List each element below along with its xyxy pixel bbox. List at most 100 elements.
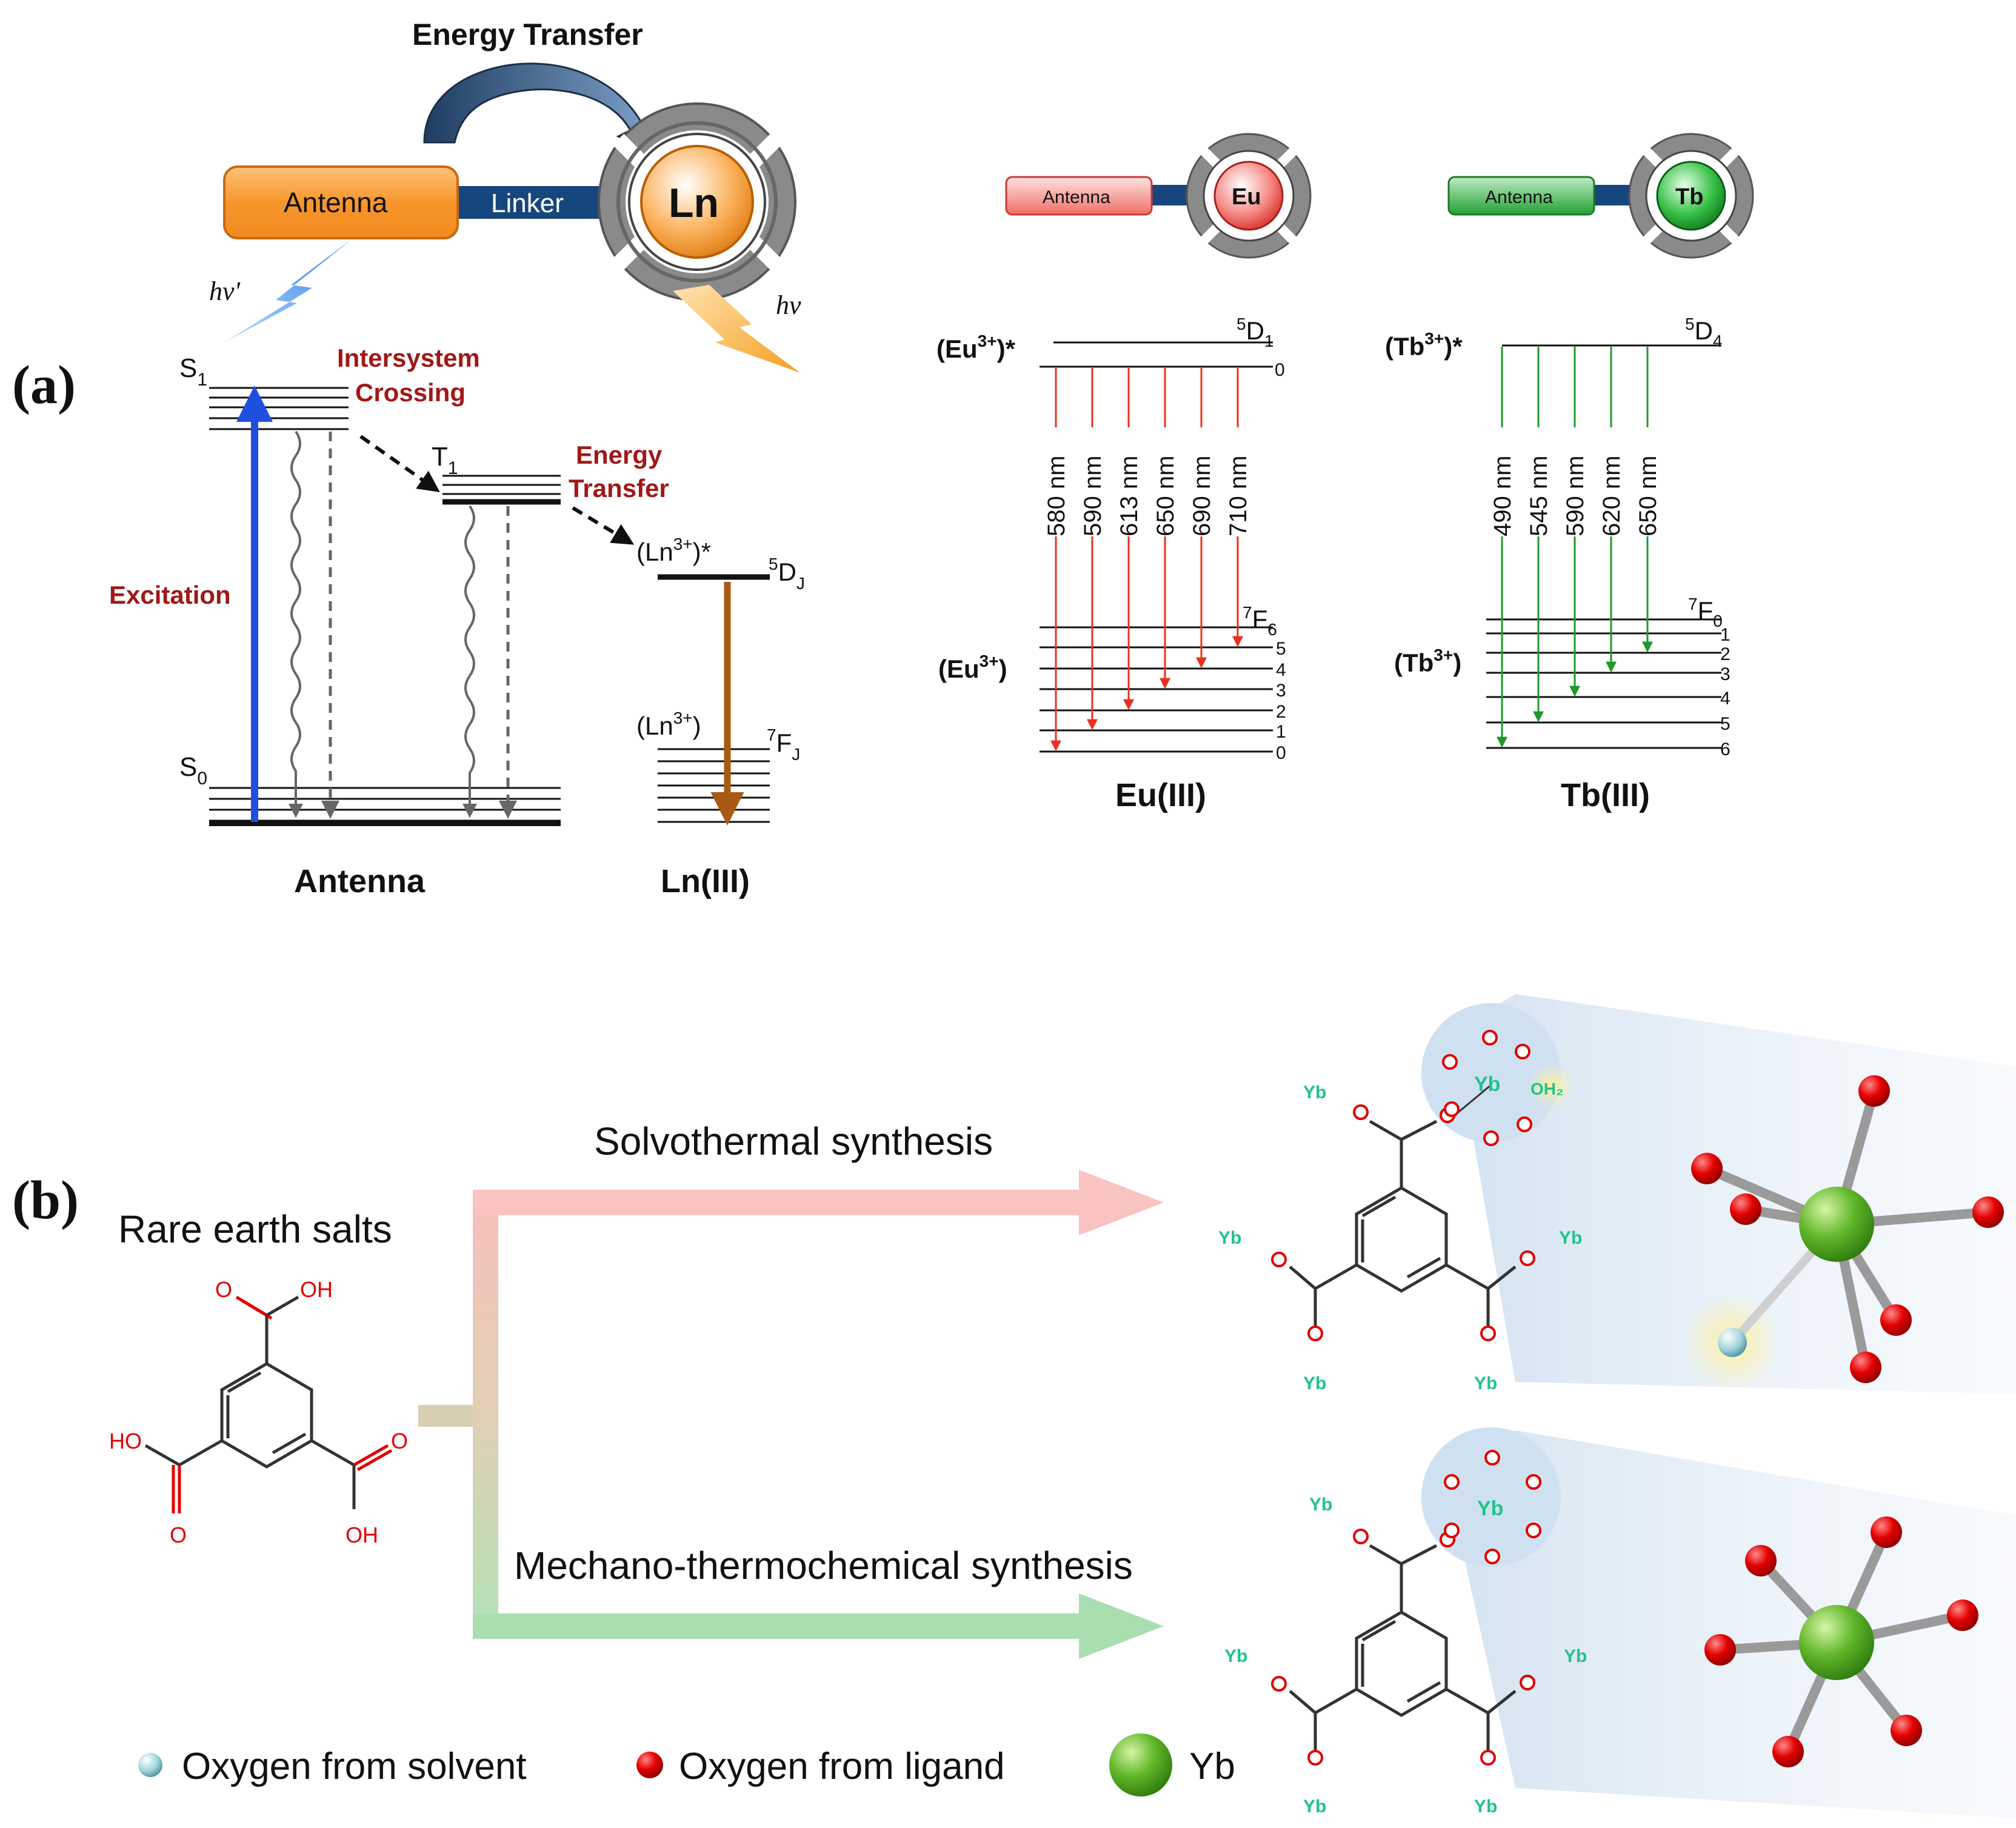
- ligand-oxygen-atom: [1730, 1193, 1761, 1225]
- tb-antenna-box: [1447, 176, 1595, 216]
- oxygen-atom-marker: [1307, 1326, 1323, 1341]
- yb-label: Yb: [1474, 1796, 1497, 1816]
- trimesic-acid-molecule: [144, 1295, 393, 1513]
- oxygen-atom-marker: [1353, 1104, 1369, 1120]
- antenna-box-label: Antenna: [284, 187, 388, 218]
- oxygen-atom-marker: [1482, 1030, 1498, 1046]
- ln-excited-label: (Ln3+)*: [636, 535, 711, 566]
- tb-ion-sphere: [1656, 161, 1726, 231]
- ln-caption: Ln(III): [661, 863, 750, 899]
- eu-wavelength-bg: [1153, 427, 1177, 536]
- tb-upper-term-label: 5D4: [1685, 315, 1723, 350]
- yb-atom: [1799, 1605, 1874, 1680]
- antenna-complex-schematic: Energy Transfer Linker Antenna Ln hν' hν: [209, 18, 801, 373]
- et-label-line1: Energy: [576, 441, 663, 469]
- eu-7f-level-number: 2: [1276, 702, 1286, 722]
- oxygen-atom-marker: [1483, 1130, 1499, 1146]
- solvothermal-yb-coordination-model: [1684, 1075, 2004, 1391]
- mechano-label: Mechano-thermochemical synthesis: [514, 1544, 1133, 1587]
- eu-wavelength-label: 590 nm: [1080, 456, 1106, 536]
- tb-wavelength-bg: [1490, 427, 1514, 536]
- d-j-label: 5DJ: [769, 555, 805, 593]
- yb-label: Yb: [1218, 1228, 1241, 1248]
- yb-atom: [1799, 1187, 1874, 1262]
- rare-earth-salts-label: Rare earth salts: [118, 1207, 392, 1251]
- oxygen-atom-marker: [1271, 1252, 1287, 1267]
- oxygen-atom-marker: [1515, 1044, 1530, 1059]
- panel-b-label: (b): [12, 1170, 79, 1230]
- solvothermal-label: Solvothermal synthesis: [594, 1119, 993, 1163]
- oxygen-atom-marker: [1484, 1549, 1500, 1564]
- oh2-label: OH₂: [1530, 1079, 1563, 1098]
- tb-wavelength-bg: [1526, 427, 1550, 536]
- s0-label: S0: [179, 752, 207, 789]
- oxygen-atom-marker: [1484, 1450, 1500, 1466]
- tb-7f-level-number: 4: [1720, 689, 1731, 709]
- tb-wavelength-label: 620 nm: [1598, 456, 1625, 536]
- oxygen-atom-marker: [1526, 1523, 1541, 1538]
- oxygen-atom-marker: [1444, 1523, 1460, 1538]
- eu-wavelength-label: 613 nm: [1116, 456, 1143, 536]
- hv-out-label: hν: [776, 290, 801, 320]
- yb-center-label: Yb: [1474, 1073, 1500, 1096]
- yb-label: Yb: [1303, 1373, 1326, 1393]
- oxygen-atom-marker: [1444, 1474, 1460, 1490]
- legend: Oxygen from solvent Oxygen from ligand Y…: [138, 1733, 1235, 1796]
- emitted-light-bolt-icon: [673, 285, 800, 373]
- linker-bar: [449, 186, 612, 219]
- eu-ion-sphere: [1213, 161, 1284, 231]
- eu-antenna-box: [1005, 176, 1153, 216]
- hv-in-label: hν': [209, 276, 241, 306]
- oxygen-atom-marker: [1480, 1326, 1496, 1341]
- eu-wavelength-label: 650 nm: [1152, 456, 1179, 536]
- legend-ligand-label: Oxygen from ligand: [679, 1746, 1005, 1787]
- tb-7f-level-number: 5: [1720, 714, 1731, 734]
- eu-lower-term-label: 7F6: [1243, 603, 1277, 639]
- yb-label: Yb: [1474, 1373, 1497, 1393]
- ligand-oxygen-atom: [1745, 1545, 1777, 1576]
- eu-7f-level-number: 4: [1276, 660, 1286, 680]
- tb-wavelength-label: 650 nm: [1635, 456, 1661, 536]
- legend-solvent-label: Oxygen from solvent: [182, 1746, 527, 1787]
- tb-ion-label: Tb: [1675, 184, 1703, 210]
- oxygen-atom-marker: [1442, 1054, 1458, 1070]
- oxygen-atom-marker: [1526, 1474, 1541, 1490]
- ligand-oxygen-atom: [1850, 1352, 1881, 1383]
- eu-wavelength-bg: [1189, 427, 1213, 536]
- tb-ground-label: (Tb3+): [1394, 645, 1461, 677]
- jablonski-diagram: S1 S0 T1 Excitation Intersystem Crossing: [109, 344, 805, 899]
- energy-transfer-dashed-arrow: [572, 506, 635, 545]
- eu-wavelength-bg: [1080, 427, 1104, 536]
- ligand-oxygen-atom: [1858, 1075, 1890, 1107]
- oxygen-atom-marker: [1353, 1529, 1369, 1544]
- t1-label: T1: [432, 442, 458, 478]
- linker-label: Linker: [491, 188, 564, 218]
- tb-wavelength-label: 590 nm: [1562, 456, 1589, 536]
- tb-7f-level-number: 2: [1720, 644, 1731, 664]
- legend-ligand-oxygen-icon: [636, 1752, 663, 1778]
- eu-7f-level-number: 5: [1276, 639, 1286, 659]
- mechanochemical-yb-coordination-model: [1704, 1516, 1978, 1767]
- eu-energy-level-diagram: (Eu3+)* 5D1 0 7F6 (Eu3+) Eu(III) 5432105…: [936, 315, 1286, 813]
- tb-antenna-label: Antenna: [1485, 187, 1553, 207]
- oxygen-atom-marker: [1480, 1750, 1496, 1766]
- isc-label-line1: Intersystem: [337, 344, 480, 372]
- yb-label: Yb: [1303, 1796, 1326, 1816]
- eu-wavelength-bg: [1044, 427, 1068, 536]
- solvent-oxygen-glow: [1529, 1063, 1575, 1109]
- solvothermal-mof-structure: [1289, 994, 2016, 1394]
- ligand-oh-bottom: OH: [345, 1523, 378, 1547]
- yb-label: Yb: [1303, 1082, 1326, 1102]
- s1-label: S1: [179, 353, 207, 390]
- ligand-oxygen-atom: [1772, 1736, 1804, 1767]
- ligand-ho-left: HO: [109, 1429, 142, 1453]
- isc-label-line2: Crossing: [355, 378, 466, 407]
- yb-center-label: Yb: [1477, 1497, 1503, 1520]
- ligand-oh-top: OH: [300, 1277, 333, 1302]
- excitation-label: Excitation: [109, 581, 231, 609]
- oxygen-atom-marker: [1307, 1750, 1323, 1766]
- incoming-light-bolt-icon: [224, 239, 352, 342]
- tb-wavelength-label: 545 nm: [1526, 456, 1552, 536]
